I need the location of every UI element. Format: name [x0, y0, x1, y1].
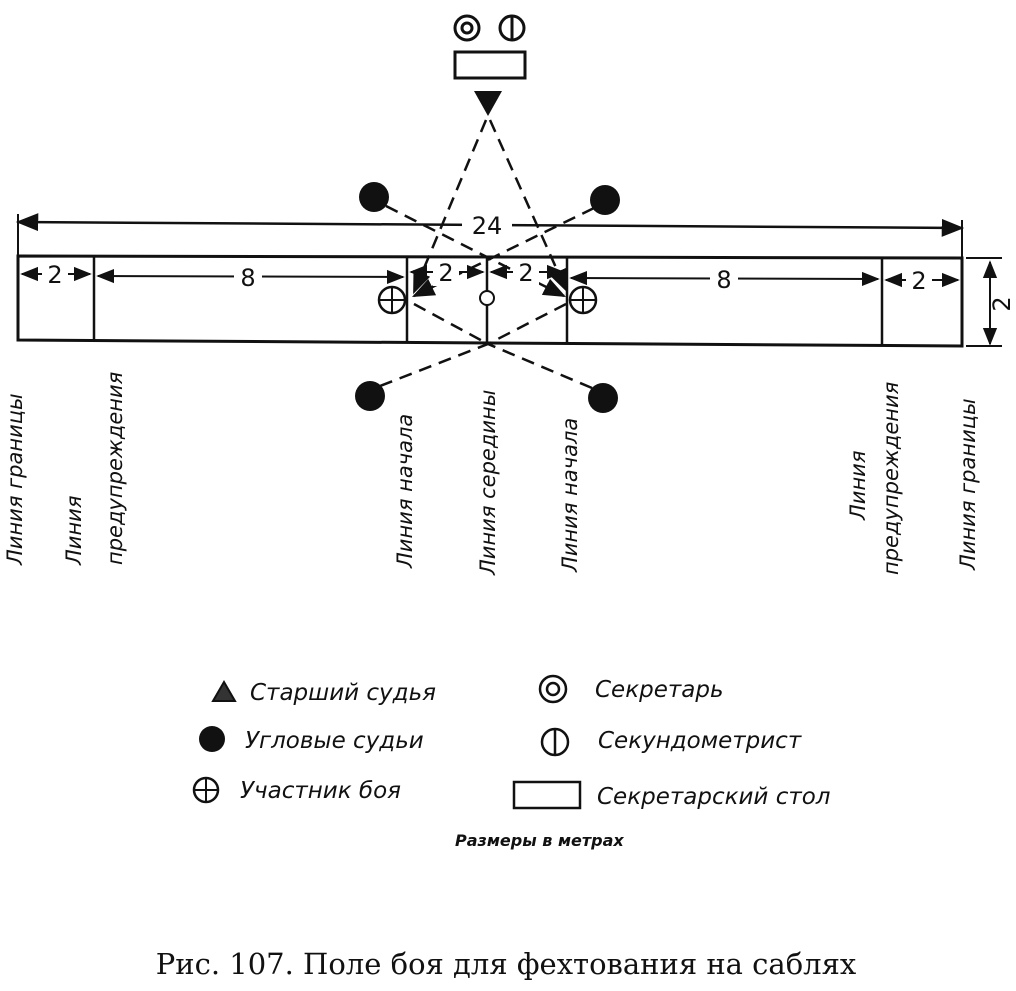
- start-line-left-label: Линия начала: [393, 414, 417, 569]
- warning-line-left-label-2: предупреждения: [103, 372, 127, 565]
- legend-corner-judges-label: Угловые судьи: [245, 728, 424, 754]
- width-label: 2: [988, 296, 1016, 311]
- boundary-line-left-label: Линия границы: [3, 393, 27, 566]
- legend-secretary-label: Секретарь: [595, 677, 724, 703]
- start-zone-right-label: 2: [518, 259, 533, 287]
- legend-secretary-table-label: Секретарский стол: [597, 784, 831, 810]
- rectangle-icon: [512, 780, 582, 810]
- warning-line-right-label-1: Линия: [846, 451, 870, 521]
- circle-vertical-line-icon: [540, 727, 570, 757]
- middle-line-label: Линия середины: [476, 390, 500, 576]
- boundary-line-right-label: Линия границы: [956, 398, 980, 571]
- start-line-right-label: Линия начала: [558, 418, 582, 573]
- units-note: Размеры в метрах: [455, 831, 624, 850]
- corner-judge-icon: [590, 185, 620, 215]
- warning-line-right-label-2: предупреждения: [879, 382, 903, 575]
- secretary-table-icon: [453, 50, 527, 80]
- legend: Старший судья Угловые судьи Участник боя…: [192, 674, 831, 850]
- warning-zone-right-label: 8: [716, 266, 731, 294]
- head-judge-icon: [474, 91, 502, 116]
- legend-fencer-label: Участник боя: [240, 778, 401, 804]
- start-zone-left-label: 2: [438, 259, 453, 287]
- total-length-label: 24: [472, 212, 503, 240]
- timekeeper-icon: [498, 14, 526, 42]
- total-length-dimension: 24: [15, 210, 965, 258]
- circle-cross-icon: [192, 776, 220, 804]
- double-circle-icon: [538, 674, 568, 704]
- fencer-icon: [568, 285, 598, 315]
- corner-judge-icon: [355, 381, 385, 411]
- filled-circle-icon: [199, 726, 225, 752]
- zone-dimensions: [20, 257, 1002, 347]
- border-zone-left-label: 2: [47, 261, 62, 289]
- sight-lines: [379, 119, 595, 390]
- center-mark: [479, 290, 495, 306]
- fencer-icon: [377, 285, 407, 315]
- border-zone-right-label: 2: [911, 267, 926, 295]
- secretary-icon: [453, 14, 481, 42]
- legend-timekeeper-label: Секундометрист: [598, 728, 802, 754]
- warning-line-left-label-1: Линия: [62, 496, 86, 566]
- warning-zone-left-label: 8: [240, 264, 255, 292]
- figure-caption: Рис. 107. Поле боя для фехтования на саб…: [156, 947, 857, 981]
- legend-head-judge-label: Старший судья: [250, 680, 436, 706]
- triangle-icon: [211, 680, 237, 702]
- corner-judge-icon: [359, 182, 389, 212]
- corner-judge-icon: [588, 383, 618, 413]
